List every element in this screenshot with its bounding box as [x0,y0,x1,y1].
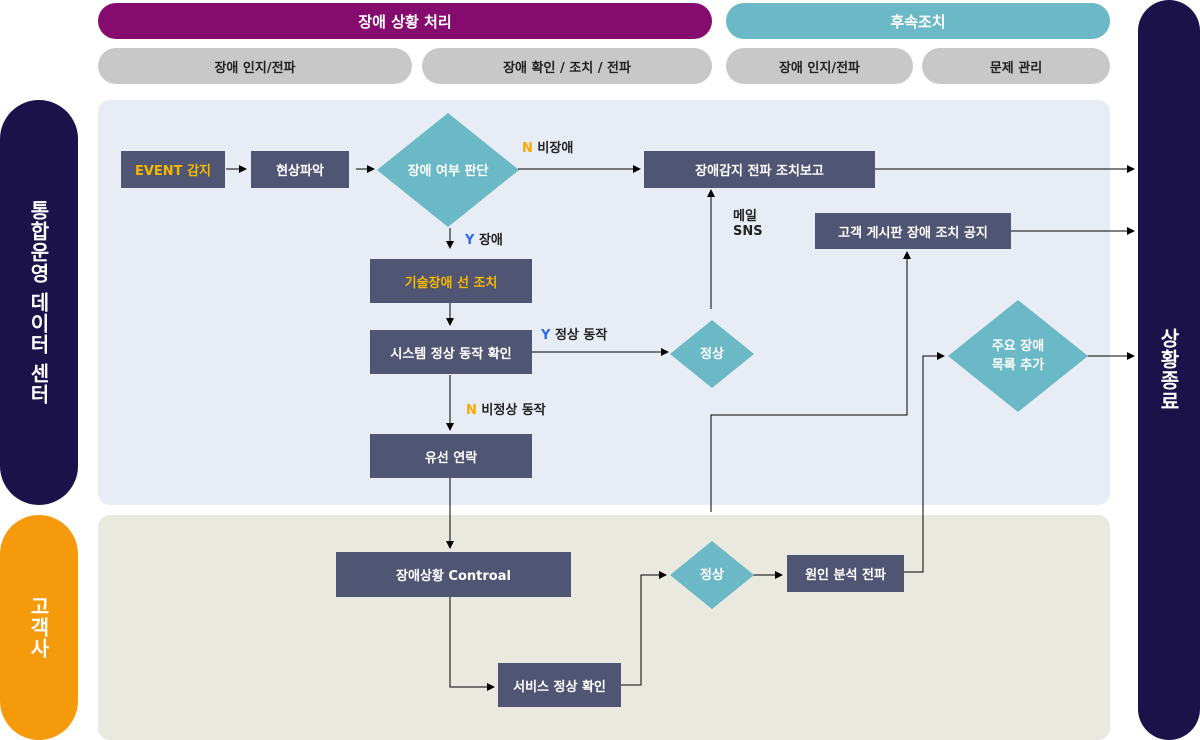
node-grasp: 현상파악 [251,151,349,188]
node-wired-contact: 유선 연락 [370,434,532,478]
node-system-check: 시스템 정상 동작 확인 [370,330,532,374]
ops-lane-label: 통합운영 데이터 센터 [0,100,78,505]
label-normal-op: Y 정상 동작 [541,324,607,343]
subheader-recognize-follow: 장애 인지/전파 [726,48,913,84]
node-pre-tech-action: 기술장애 선 조치 [370,259,532,303]
end-lane-label: 상황종료 [1138,0,1200,740]
major-fault-line1: 주요 장애 [991,339,1045,354]
end-lane-text: 상황종료 [1156,328,1181,412]
customer-lane-label: 고객사 [0,515,78,740]
header-follow-up: 후속조치 [726,3,1110,39]
label-abnormal-op-letter: N [466,403,477,418]
label-sns: SNS [733,224,763,239]
subheader-confirm-action: 장애 확인 / 조치 / 전파 [422,48,712,84]
label-non-fault-text: 비장애 [537,141,574,156]
node-report: 장애감지 전파 조치보고 [644,151,875,188]
node-major-fault: 주요 장애 목록 추가 [948,336,1088,376]
label-fault: Y 장애 [465,229,503,248]
node-fault-judge: 장애 여부 판단 [407,163,489,179]
major-fault-line2: 목록 추가 [991,358,1045,373]
node-event-detect: EVENT 감지 [121,151,225,188]
node-normal-2: 정상 [700,567,724,583]
node-customer-notice: 고객 게시판 장애 조치 공지 [815,213,1011,249]
label-abnormal-op: N 비정상 동작 [466,399,546,418]
node-normal-1: 정상 [700,346,724,362]
customer-lane-text: 고객사 [26,596,51,659]
ops-lane-text: 통합운영 데이터 센터 [26,200,51,405]
node-service-check: 서비스 정상 확인 [498,663,621,707]
diamond-major-fault [948,300,1088,412]
label-fault-text: 장애 [478,233,503,248]
node-fault-control: 장애상황 Controal [336,552,571,597]
subheader-recognize: 장애 인지/전파 [98,48,412,84]
diamond-fault-judge [377,113,519,227]
node-cause-analysis: 원인 분석 전파 [787,555,904,592]
diamond-normal-2 [670,541,754,609]
label-normal-op-text: 정상 동작 [554,328,608,343]
label-abnormal-op-text: 비정상 동작 [481,403,546,418]
label-fault-letter: Y [465,233,475,248]
label-non-fault-letter: N [522,141,533,156]
diamond-normal-1 [670,320,754,388]
label-non-fault: N 비장애 [522,137,573,156]
label-normal-op-letter: Y [541,328,551,343]
subheader-problem-mgmt: 문제 관리 [922,48,1110,84]
header-main: 장애 상황 처리 [98,3,712,39]
label-mail: 메일 [733,209,757,224]
